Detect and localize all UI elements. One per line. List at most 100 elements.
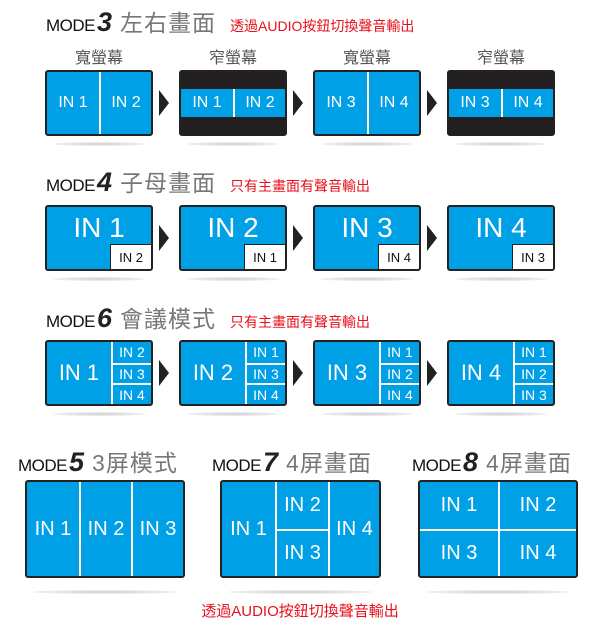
screen-shadow <box>187 412 279 416</box>
input-label: IN 2 <box>513 362 553 384</box>
input-label: IN 4 <box>367 72 419 134</box>
input-label: IN 1 <box>513 342 553 363</box>
mode-label: MODE <box>212 456 262 475</box>
mode-name: 4屏畫面 <box>286 450 372 476</box>
mode-number: 4 <box>97 167 113 197</box>
screen-shadow <box>455 412 547 416</box>
screen-shadow <box>321 277 413 281</box>
screen-wide: IN 1 IN 2 <box>45 70 153 136</box>
input-label: IN 4 <box>460 360 502 385</box>
screen-type-label: 窄螢幕 <box>476 50 525 67</box>
screen-shadow <box>426 590 570 594</box>
input-label: IN 2 <box>99 72 151 134</box>
arrow-icon <box>159 225 169 251</box>
screen-type-label: 寬螢幕 <box>74 50 123 67</box>
mode-number: 7 <box>263 447 279 477</box>
input-label: IN 4 <box>245 383 285 404</box>
input-label: IN 4 <box>111 383 151 404</box>
input-label: IN 1 <box>379 342 419 363</box>
arrow-icon <box>293 225 303 251</box>
audio-note: 只有主畫面有聲音輸出 <box>230 314 371 330</box>
pip-sub-window: IN 2 <box>110 244 151 269</box>
input-label: IN 3 <box>513 383 553 404</box>
arrow-icon <box>427 360 437 386</box>
mode-number: 6 <box>97 303 113 333</box>
screen-shadow <box>455 142 547 146</box>
mode-number: 8 <box>463 447 479 477</box>
input-label: IN 3 <box>420 529 498 576</box>
input-label: IN 3 <box>460 94 490 111</box>
mode-name: 子母畫面 <box>120 170 217 196</box>
input-label: IN 3 <box>326 94 356 111</box>
screen-shadow <box>53 142 145 146</box>
input-label: IN 2 <box>498 482 576 529</box>
mode-label: MODE <box>18 456 68 475</box>
screen-shadow <box>187 142 279 146</box>
mode-number: 3 <box>97 7 113 37</box>
screen-shadow <box>187 277 279 281</box>
input-label: IN 1 <box>440 494 478 516</box>
screen-shadow <box>455 277 547 281</box>
pip-sub-window: IN 1 <box>244 244 285 269</box>
arrow-icon <box>293 360 303 386</box>
input-label: IN 1 <box>73 212 125 243</box>
mode-label: MODE <box>46 312 96 331</box>
video-band: IN 1 IN 2 <box>181 89 285 117</box>
mode-name: 左右畫面 <box>120 10 217 36</box>
input-label: IN 2 <box>379 362 419 384</box>
screen-type-label: 窄螢幕 <box>208 50 257 67</box>
arrow-icon <box>159 90 169 116</box>
screen-shadow <box>228 590 373 594</box>
audio-note: 透過AUDIO按鈕切換聲音輸出 <box>230 18 415 34</box>
pip-sub-window: IN 3 <box>512 244 553 269</box>
mode-number: 5 <box>69 447 85 477</box>
input-label: IN 1 <box>58 94 88 111</box>
screen-shadow <box>53 412 145 416</box>
screen-wide: IN 3 IN 4 <box>313 70 421 136</box>
arrow-icon <box>427 90 437 116</box>
mode-label: MODE <box>46 176 96 195</box>
input-label: IN 4 <box>475 212 527 243</box>
input-label: IN 3 <box>131 482 183 576</box>
input-label: IN 3 <box>326 360 368 385</box>
video-band: IN 3 IN 4 <box>449 89 553 117</box>
screen-shadow <box>321 142 413 146</box>
input-label: IN 1 <box>34 517 72 540</box>
arrow-icon <box>159 360 169 386</box>
screen-shadow <box>321 412 413 416</box>
input-label: IN 1 <box>230 517 267 540</box>
input-label: IN 3 <box>275 529 328 576</box>
input-label: IN 3 <box>341 212 393 243</box>
screen-narrow: IN 3 IN 4 <box>447 70 555 136</box>
mode-label: MODE <box>46 16 96 35</box>
arrow-icon <box>427 225 437 251</box>
footer-audio-note: 透過AUDIO按鈕切換聲音輸出 <box>201 603 399 620</box>
pip-sub-window: IN 4 <box>378 244 419 269</box>
mode-label: MODE <box>412 456 462 475</box>
input-label: IN 2 <box>79 482 131 576</box>
input-label: IN 4 <box>328 482 379 576</box>
input-label: IN 1 <box>192 94 222 111</box>
screen-narrow: IN 1 IN 2 <box>179 70 287 136</box>
input-label: IN 1 <box>58 360 100 385</box>
input-label: IN 2 <box>233 89 285 117</box>
input-label: IN 4 <box>379 383 419 404</box>
input-label: IN 2 <box>111 342 151 363</box>
input-label: IN 2 <box>192 360 234 385</box>
input-label: IN 4 <box>501 89 553 117</box>
screen-shadow <box>53 277 145 281</box>
screen-type-label: 寬螢幕 <box>342 50 391 67</box>
